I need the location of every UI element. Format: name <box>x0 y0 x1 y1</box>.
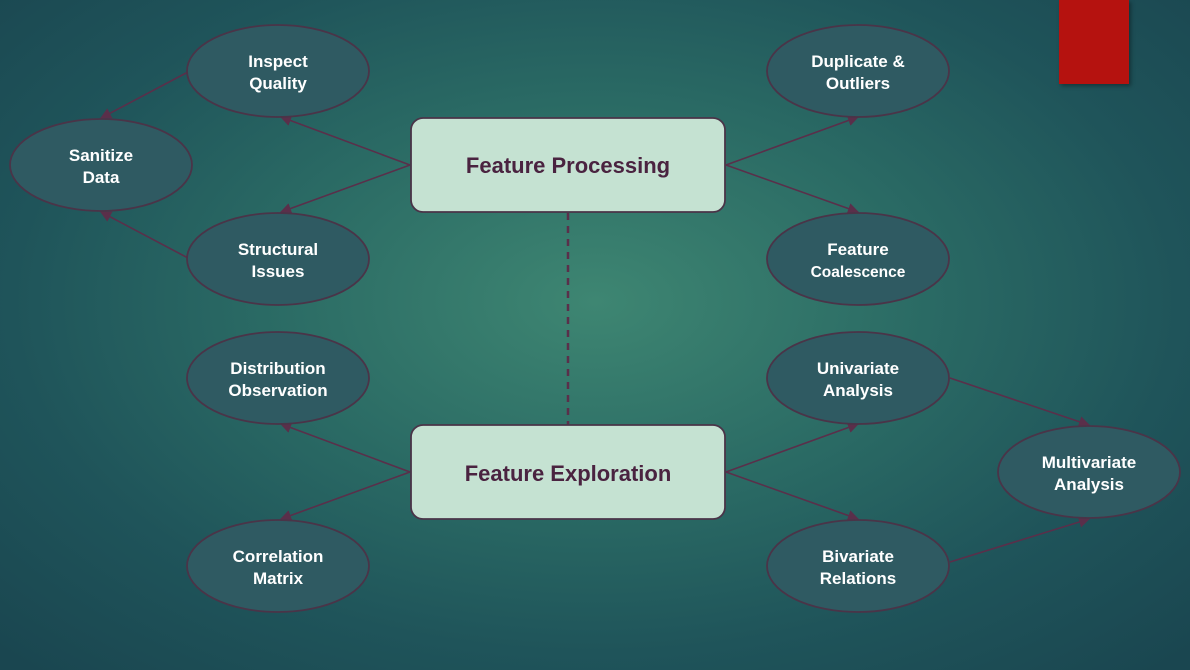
node-structural-issues <box>186 212 370 306</box>
connector-exploration-correlation <box>279 471 411 521</box>
connector-univariate-multivariate <box>949 377 1091 428</box>
connector-processing-duplicate <box>725 115 860 166</box>
connector-exploration-univariate <box>725 422 860 473</box>
node-feature-coalescence <box>766 212 950 306</box>
connector-processing-coalescence <box>725 164 860 214</box>
accent-red-block <box>1059 0 1129 84</box>
node-multivariate-analysis <box>997 425 1181 519</box>
feature-processing-box <box>410 117 726 213</box>
node-sanitize-data <box>9 118 193 212</box>
connector-processing-structural <box>279 164 411 214</box>
node-correlation-matrix <box>186 519 370 613</box>
connector-processing-inspect <box>279 115 411 166</box>
connector-bivariate-multivariate <box>949 516 1091 563</box>
connector-exploration-distribution <box>279 422 411 473</box>
node-inspect-quality <box>186 24 370 118</box>
feature-exploration-box <box>410 424 726 520</box>
node-univariate-analysis <box>766 331 950 425</box>
connector-exploration-bivariate <box>725 471 860 521</box>
node-bivariate-relations <box>766 519 950 613</box>
connector-inspect-sanitize <box>100 71 189 119</box>
node-duplicate-outliers <box>766 24 950 118</box>
node-distribution-observation <box>186 331 370 425</box>
connector-structural-sanitize <box>100 211 189 259</box>
